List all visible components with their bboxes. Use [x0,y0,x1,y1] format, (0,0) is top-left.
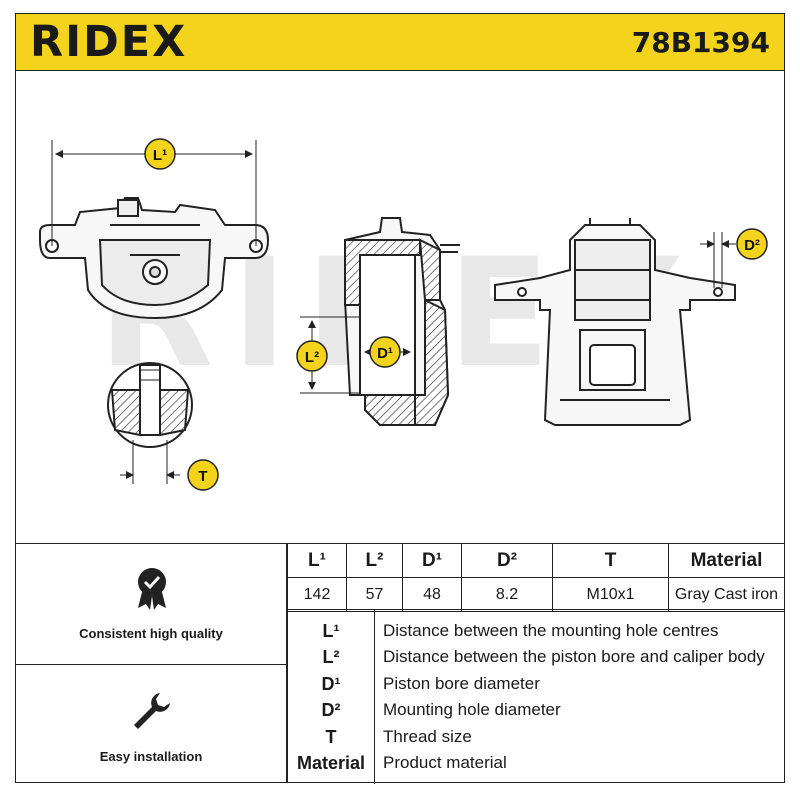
spec-value: 142 [287,577,347,612]
spec-value: 57 [346,577,403,612]
caliper-section-view [344,217,460,426]
spec-header: D¹ [402,543,462,578]
callout-l2: L² [296,340,328,372]
thread-detail-view [107,362,193,448]
legend-row: L¹ Distance between the mounting hole ce… [288,618,786,644]
legend-desc: Distance between the mounting hole centr… [383,621,719,640]
legend-desc: Piston bore diameter [383,674,540,693]
spec-header: Material [668,543,785,578]
legend-key: T [325,727,337,747]
callout-d2: D² [736,228,768,260]
spec-header: L¹ [287,543,347,578]
spec-value: 48 [402,577,462,612]
legend-divider [374,610,375,784]
legend-key: Material [296,753,366,773]
legend-row: Material Product material [288,750,786,776]
legend-key: L² [322,647,340,667]
brand-logo: RIDEX [30,17,188,67]
spec-header: D² [461,543,553,578]
legend-row: T Thread size [288,724,786,750]
svg-text:D¹: D¹ [377,345,393,362]
drawing-frame [15,71,785,543]
spec-value: M10x1 [552,577,669,612]
legend-row: D² Mounting hole diameter [288,697,786,723]
quality-badge-icon [138,568,166,610]
legend-row: D¹ Piston bore diameter [288,671,786,697]
legend-desc: Product material [383,753,507,772]
legend-key: D¹ [321,674,341,694]
svg-text:L¹: L¹ [153,147,167,164]
spec-value: Gray Cast iron [668,577,785,612]
specs-header-row: L¹ L² D¹ D² T Material [287,543,785,578]
caliper-front-view [39,197,270,320]
caliper-side-view [494,218,736,426]
caliper-technical-drawing: RIDEX [39,138,768,491]
feature-quality: Consistent high quality [15,543,287,665]
legend-key: D² [321,700,341,720]
legend-table: L¹ Distance between the mounting hole ce… [287,609,786,784]
feature-label: Consistent high quality [79,626,223,641]
spec-value: 8.2 [461,577,553,612]
feature-label: Easy installation [99,749,203,764]
info-section: Consistent high quality Easy installatio… [15,543,786,784]
spec-header: T [552,543,669,578]
specs-table: L¹ L² D¹ D² T Material 142 57 48 8.2 M10… [287,543,785,612]
specs-value-row: 142 57 48 8.2 M10x1 Gray Cast iron [287,577,785,612]
legend-row: L² Distance between the piston bore and … [288,644,786,670]
wrench-icon [134,693,170,729]
legend-key: L¹ [322,621,340,641]
svg-text:L²: L² [305,349,319,366]
svg-text:T: T [198,468,207,485]
callout-l1: L¹ [144,138,176,170]
svg-text:D²: D² [744,237,760,254]
header-bar: RIDEX 78B1394 [15,13,785,71]
legend-desc: Mounting hole diameter [383,700,561,719]
dimension-d2 [700,232,736,288]
spec-header: L² [346,543,403,578]
callout-t: T [187,459,219,491]
dimension-t [120,440,180,484]
legend-desc: Distance between the piston bore and cal… [383,647,765,666]
feature-installation: Easy installation [15,664,287,783]
part-number: 78B1394 [631,26,770,59]
legend-desc: Thread size [383,727,472,746]
callout-d1: D¹ [369,336,401,368]
